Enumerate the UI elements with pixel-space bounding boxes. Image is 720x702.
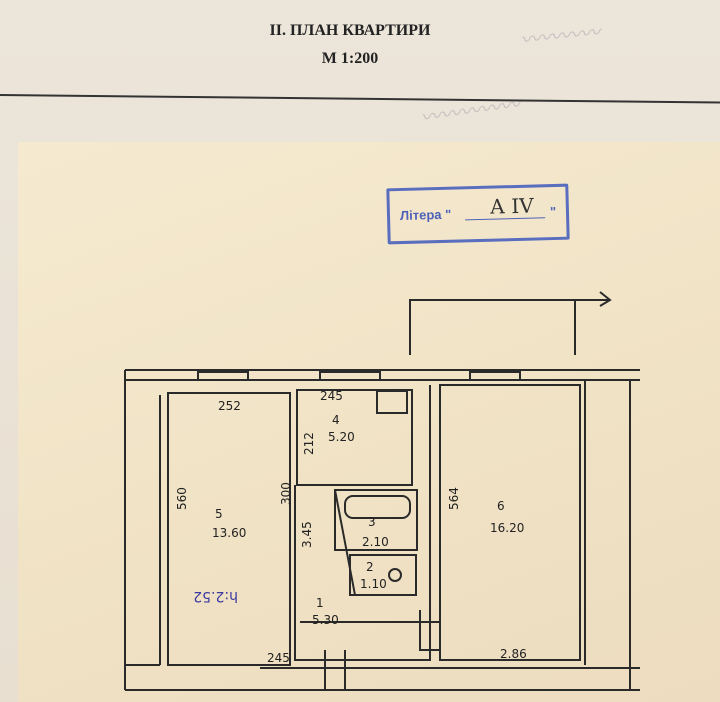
room-2-number: 2 [366, 560, 374, 574]
room-3-area: 2.10 [362, 535, 389, 549]
room-5-area: 13.60 [212, 526, 246, 540]
room-2-area: 1.10 [360, 577, 387, 591]
room-1-width: 245 [267, 651, 290, 665]
ceiling-height: h:2.52 [193, 588, 238, 604]
room-1-area: 5.30 [312, 613, 339, 627]
room-5-length: 560 [175, 487, 189, 510]
plan-sheet [18, 142, 720, 702]
room-6: 564 6 16.20 2.86 [447, 487, 527, 661]
room-4: 245 4 5.20 212 [302, 389, 355, 455]
room-4-length: 212 [302, 432, 316, 455]
room-6-number: 6 [497, 499, 505, 513]
room-3: 3 2.10 [362, 515, 389, 549]
scale-label: М 1:200 [321, 50, 379, 67]
room-6-area: 16.20 [490, 521, 524, 535]
room-3-number: 3 [368, 515, 376, 529]
walls [124, 291, 640, 691]
room-5-number: 5 [215, 507, 223, 521]
page-title: II. ПЛАН КВАРТИРИ [269, 22, 431, 39]
room-4-width: 245 [320, 389, 343, 403]
room-4-area: 5.20 [328, 430, 355, 444]
room-1-length: 300 [279, 482, 293, 505]
room-1: 300 3.45 1 5.30 245 [267, 482, 339, 665]
room-6-length: 564 [447, 487, 461, 510]
room-5-width: 252 [218, 399, 241, 413]
room-1-number: 1 [316, 596, 324, 610]
room-4-number: 4 [332, 413, 340, 427]
room-6-width: 2.86 [500, 647, 527, 661]
room-5: 252 560 5 13.60 h:2.52 [175, 399, 246, 604]
room-1-side: 3.45 [300, 521, 314, 548]
room-2: 2 1.10 [360, 560, 387, 591]
